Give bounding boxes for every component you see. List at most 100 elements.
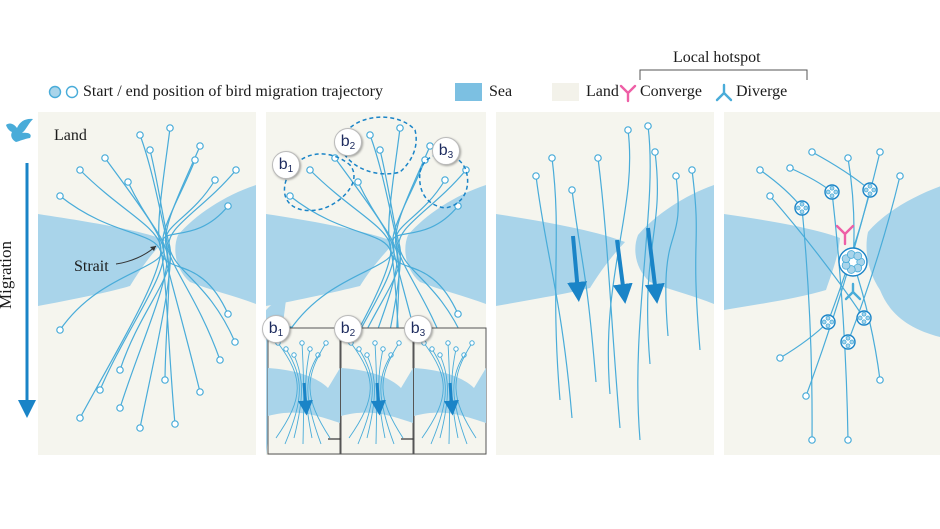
inset-marker [356, 346, 362, 352]
cluster-node [861, 319, 867, 325]
inset-marker [372, 340, 378, 346]
start-marker [191, 156, 199, 164]
start-marker [166, 124, 174, 132]
end-marker [76, 414, 84, 422]
start-marker [136, 131, 144, 139]
endpoint-marker [786, 164, 794, 172]
endpoint-marker [756, 166, 764, 174]
endpoint-marker [808, 148, 816, 156]
cluster-node [821, 319, 827, 325]
end-marker [161, 376, 169, 384]
inset-marker [437, 352, 443, 358]
trajectory-line [665, 175, 679, 337]
trajectory-line [59, 195, 229, 315]
inset-trajectory [275, 342, 298, 439]
cluster-node [861, 311, 867, 317]
region-b3-outline [418, 153, 469, 209]
inset-flow-arrow [297, 382, 313, 416]
end-marker-icon [65, 85, 79, 99]
end-marker [116, 366, 124, 374]
panel-1 [38, 112, 256, 455]
sea-area-right [866, 186, 940, 337]
trajectory-line [551, 157, 561, 401]
endpoint-marker [876, 148, 884, 156]
start-marker [421, 156, 429, 164]
inset-trajectory [455, 342, 477, 439]
inset-flow-arrow [443, 382, 459, 416]
start-marker [354, 178, 362, 186]
trajectory-line [289, 195, 459, 315]
inset-trajectory [439, 354, 448, 439]
land-swatch-icon [552, 83, 579, 101]
cluster-node [799, 201, 805, 207]
inset-marker [291, 352, 297, 358]
start-marker [286, 192, 294, 200]
endpoint-marker [844, 154, 852, 162]
cluster-node [871, 187, 877, 193]
start-marker [196, 142, 204, 150]
region-b1-outline [283, 153, 355, 212]
sea-area-left [266, 214, 395, 306]
inset-marker [283, 346, 289, 352]
bundle-arrow-right [644, 227, 665, 304]
hotspot-cluster [856, 310, 872, 326]
panel-3 [496, 112, 714, 455]
cluster-node [857, 315, 863, 321]
cluster-node [849, 339, 855, 345]
panel-4 [724, 112, 940, 455]
cluster-node [825, 315, 831, 321]
start-marker [232, 166, 240, 174]
inset-marker [469, 340, 475, 346]
hotspot-cluster [820, 314, 836, 330]
trajectory-line [535, 175, 573, 419]
cluster-node [825, 323, 831, 329]
endpoint-marker [896, 172, 904, 180]
inset-marker [453, 346, 459, 352]
inset-marker [323, 340, 329, 346]
endpoint-marker [808, 436, 816, 444]
start-marker [101, 154, 109, 162]
inset-trajectory [430, 348, 446, 445]
end-marker [96, 386, 104, 394]
flow-line [769, 195, 865, 319]
inset-flow-arrow [370, 382, 386, 416]
inset-trajectory [348, 342, 371, 439]
end-marker [231, 338, 239, 346]
cluster-node [865, 315, 871, 321]
start-marker-icon [48, 85, 62, 99]
flow-line [805, 189, 871, 397]
start-marker [376, 146, 384, 154]
trajectory-line [647, 151, 658, 365]
legend-start-end-label: Start / end position of bird migration t… [83, 83, 383, 100]
cluster-node [825, 189, 831, 195]
start-marker [624, 126, 632, 134]
bundle-arrows [567, 227, 665, 304]
inset-trajectory [421, 342, 444, 439]
bundle-arrow-left [567, 235, 588, 302]
hotspot-bracket [639, 69, 808, 80]
end-marker [196, 388, 204, 396]
inset-trajectory [366, 354, 375, 439]
endpoint-marker [766, 192, 774, 200]
endpoint-marker [802, 392, 810, 400]
inset-trajectory [382, 342, 404, 439]
sea-area-left [496, 214, 625, 306]
diverge-hotspot [844, 282, 862, 301]
hotspot-cluster [794, 200, 810, 216]
start-marker [441, 176, 449, 184]
start-marker [568, 186, 576, 194]
trajectory-line [597, 157, 621, 429]
converge-hotspot [835, 224, 855, 246]
cluster-node [803, 205, 809, 211]
start-marker [396, 124, 404, 132]
trajectory-line [168, 169, 237, 343]
cluster-node [863, 187, 869, 193]
end-marker [56, 326, 64, 334]
cluster-node [833, 189, 839, 195]
inset-marker [445, 340, 451, 346]
start-marker [146, 146, 154, 154]
start-marker [76, 166, 84, 174]
start-marker [548, 154, 556, 162]
